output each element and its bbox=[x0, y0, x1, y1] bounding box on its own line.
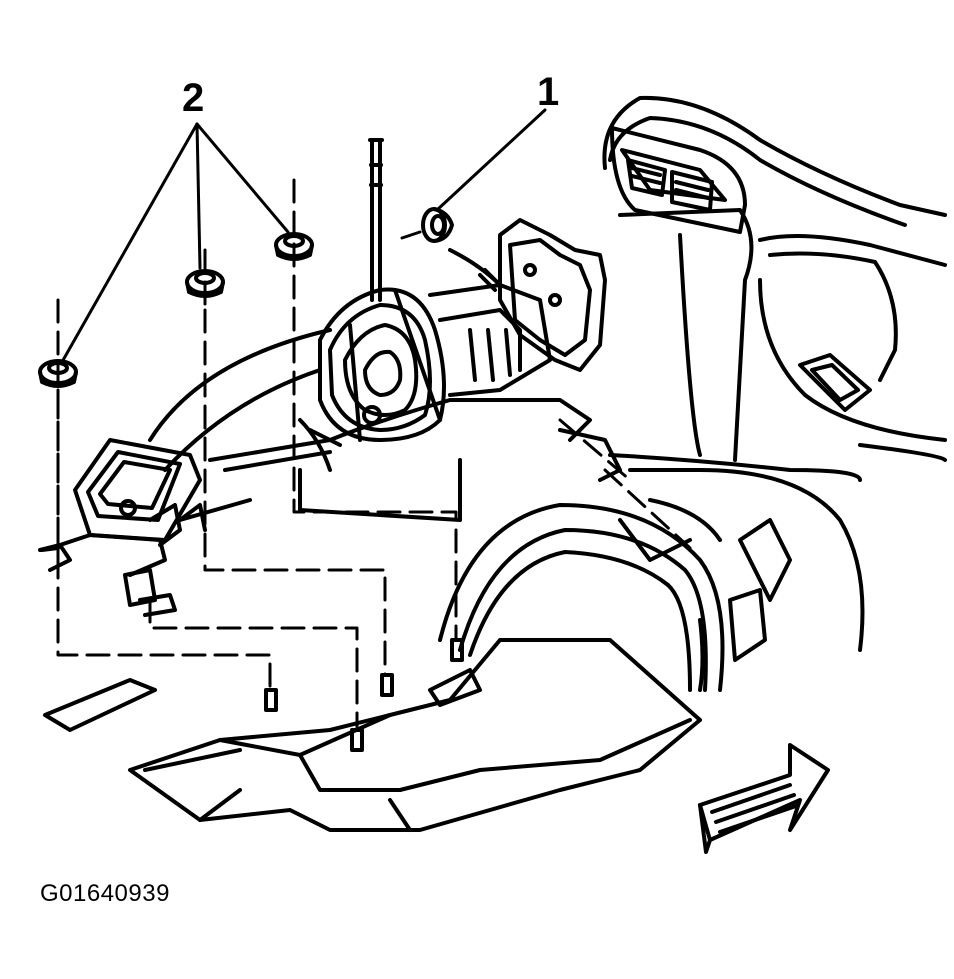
callout-label-1: 1 bbox=[537, 70, 560, 114]
alignment-lines bbox=[58, 180, 690, 730]
sill-and-floor-plates bbox=[45, 640, 700, 830]
body-side-panel bbox=[604, 98, 945, 460]
studs bbox=[42, 548, 462, 750]
callout-label-2: 2 bbox=[182, 76, 205, 120]
mounting-rod bbox=[370, 140, 382, 300]
callout-leaders bbox=[62, 110, 545, 362]
front-arrow-icon bbox=[700, 745, 828, 852]
floor-pan bbox=[150, 330, 620, 545]
side-bracket bbox=[480, 220, 605, 370]
nut-1 bbox=[423, 209, 452, 241]
figure-id: G01640939 bbox=[40, 880, 170, 907]
wheelhouse-arch bbox=[440, 455, 863, 690]
rear-vent-grille bbox=[612, 128, 745, 232]
